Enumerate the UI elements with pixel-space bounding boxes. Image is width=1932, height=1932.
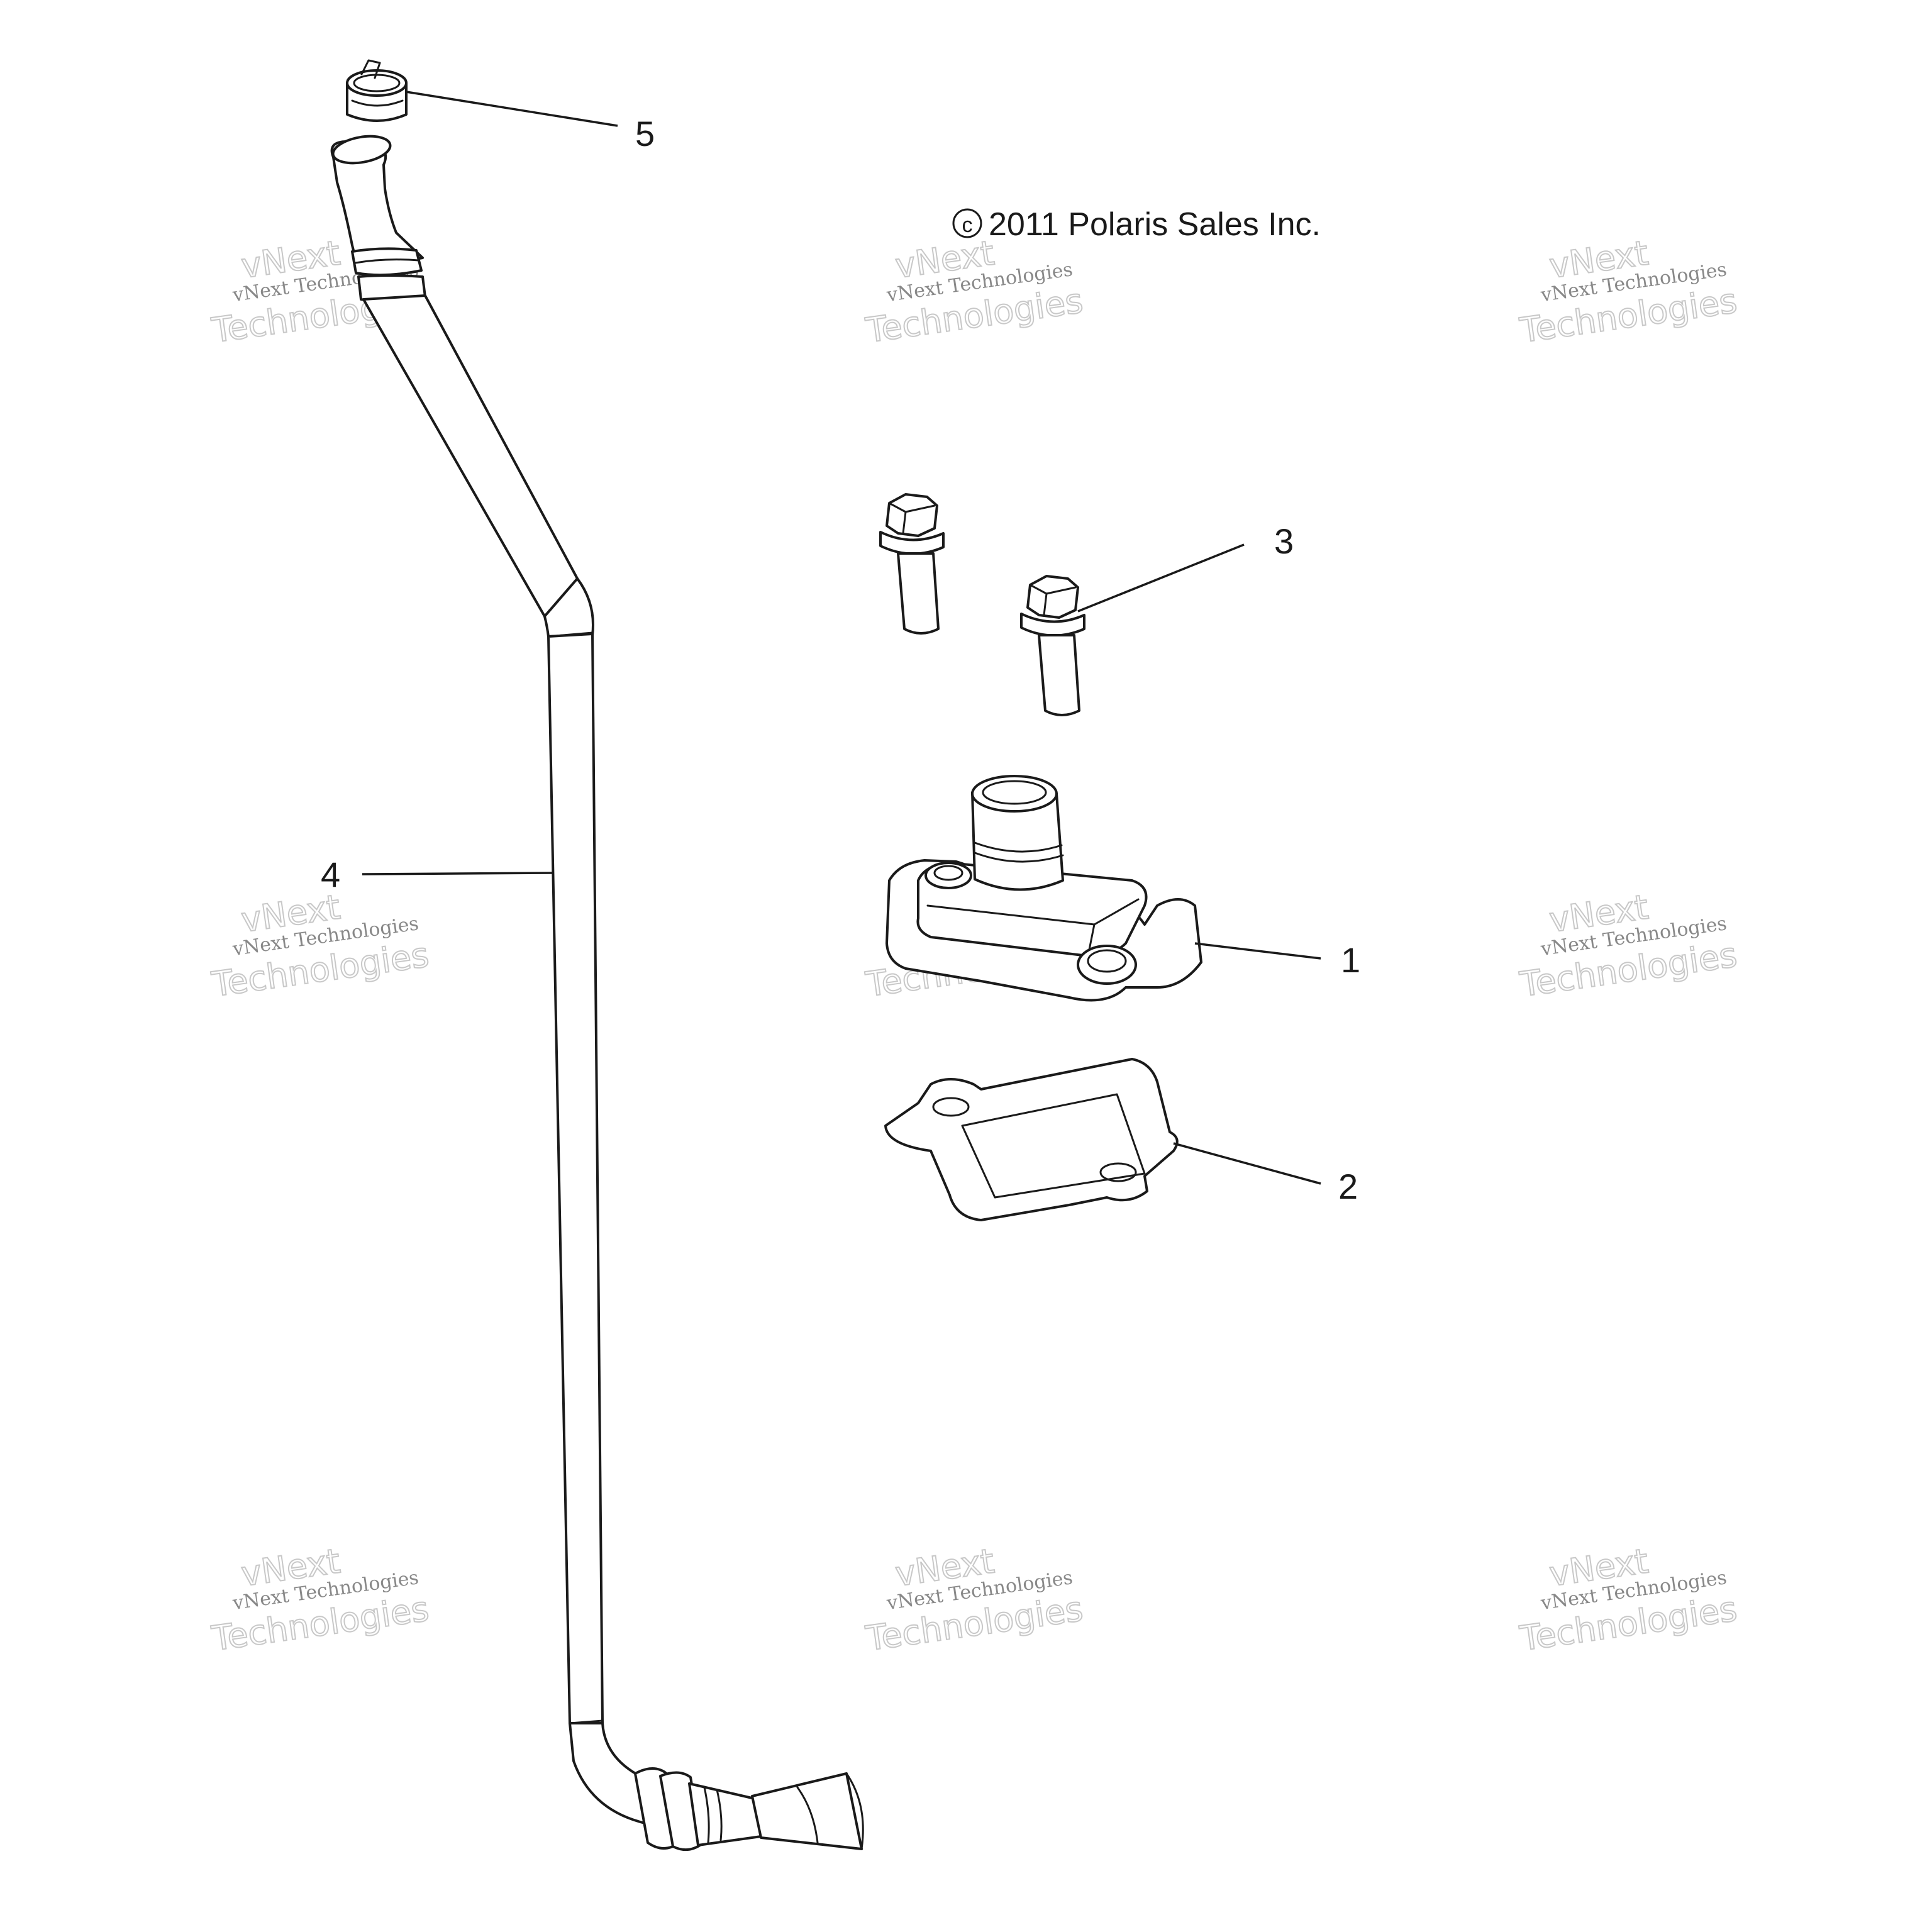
- watermark: vNext vNext Technologies Technologies: [208, 886, 431, 1005]
- leader-5: [406, 91, 618, 127]
- watermark: vNext vNext Technologies Technologies: [208, 1540, 431, 1659]
- copyright-text: 2011 Polaris Sales Inc.: [989, 206, 1321, 243]
- part-4-breather-hose: [330, 135, 864, 1852]
- callout-4: 4: [321, 855, 340, 894]
- part-5-hose-clamp: [346, 59, 408, 122]
- watermark: vNext vNext Technologies Technologies: [1516, 232, 1740, 351]
- leader-4: [362, 872, 554, 875]
- part-1-breather-housing: [886, 775, 1202, 1002]
- copyright-symbol: c: [962, 213, 973, 237]
- bolt: [1020, 575, 1085, 716]
- callout-1: 1: [1341, 940, 1360, 980]
- callout-2: 2: [1338, 1167, 1358, 1206]
- callout-labels: 5 3 4 1 2: [321, 114, 1360, 1206]
- copyright-icon: [952, 208, 982, 238]
- part-2-gasket: [884, 1058, 1179, 1221]
- leader-3: [1077, 543, 1245, 613]
- watermark: vNext vNext Technologies Technologies: [1516, 886, 1740, 1005]
- callout-5: 5: [635, 114, 655, 153]
- watermark: vNext vNext Technologies Technologies: [1516, 1540, 1740, 1659]
- bolt: [879, 493, 945, 635]
- leader-2: [1173, 1142, 1321, 1185]
- watermark: vNext vNext Technologies Technologies: [862, 232, 1085, 351]
- leader-lines: [362, 91, 1321, 1185]
- part-3-bolts: [879, 493, 1085, 716]
- leader-1: [1194, 942, 1321, 960]
- callout-3: 3: [1274, 521, 1294, 561]
- watermark: vNext vNext Technologies Technologies: [862, 1540, 1085, 1659]
- copyright-notice: c 2011 Polaris Sales Inc.: [952, 206, 1321, 243]
